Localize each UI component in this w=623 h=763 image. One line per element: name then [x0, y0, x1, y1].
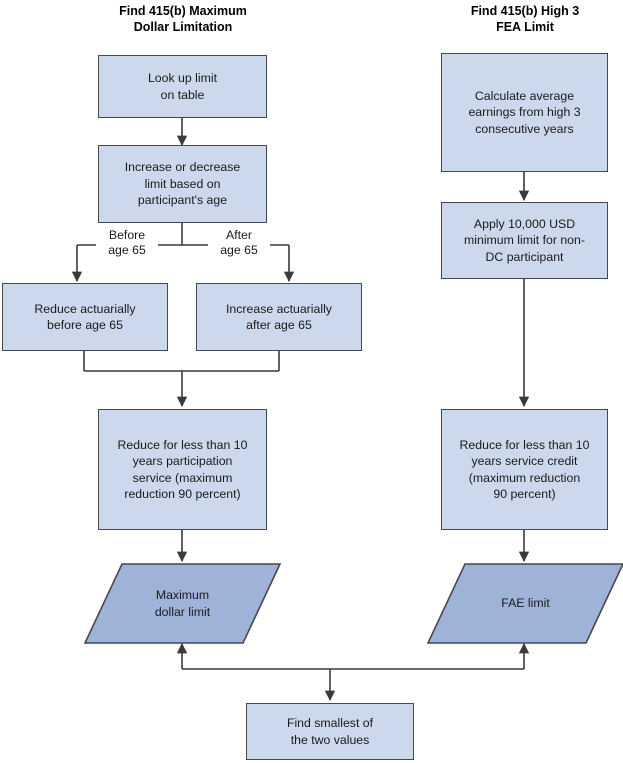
edge-label-before-age-65: Before age 65	[96, 228, 158, 258]
node-find-smallest-label: Find smallest of the two values	[286, 716, 374, 747]
node-increase-actuarially-after-65-label: Increase actuarially after age 65	[226, 301, 332, 333]
column-title-right: Find 415(b) High 3 FEA Limit	[470, 4, 580, 34]
edge-label-after-age-65: After age 65	[208, 228, 270, 258]
node-maximum-dollar-limit-label: Maximum dollar limit	[154, 588, 211, 619]
node-reduce-less-than-10-years-participation[interactable]: Reduce for less than 10 years participat…	[98, 409, 267, 530]
node-look-up-limit[interactable]: Look up limit on table	[98, 55, 267, 118]
node-reduce-less-than-10-years-service-credit-label: Reduce for less than 10 years service cr…	[459, 437, 590, 502]
node-reduce-actuarially-before-65-label: Reduce actuarially before age 65	[34, 301, 136, 333]
node-increase-actuarially-after-65[interactable]: Increase actuarially after age 65	[196, 283, 362, 351]
node-find-smallest[interactable]: Find smallest of the two values	[246, 703, 414, 760]
node-fae-limit[interactable]: FAE limit	[427, 563, 623, 644]
node-look-up-limit-label: Look up limit on table	[147, 71, 218, 102]
node-calculate-average-earnings[interactable]: Calculate average earnings from high 3 c…	[441, 53, 608, 172]
parallelogram-shape-maximum-dollar-limit	[84, 563, 281, 644]
node-increase-decrease-limit-label: Increase or decrease limit based on part…	[124, 160, 241, 208]
column-title-left: Find 415(b) Maximum Dollar Limitation	[119, 4, 247, 34]
node-reduce-actuarially-before-65[interactable]: Reduce actuarially before age 65	[2, 283, 168, 351]
node-calculate-average-earnings-label: Calculate average earnings from high 3 c…	[468, 88, 581, 136]
parallelogram-shape-fae-limit	[427, 563, 623, 644]
node-apply-minimum-limit-label: Apply 10,000 USD minimum limit for non- …	[464, 216, 585, 264]
node-increase-decrease-limit[interactable]: Increase or decrease limit based on part…	[98, 145, 267, 223]
node-maximum-dollar-limit[interactable]: Maximum dollar limit	[84, 563, 281, 644]
node-reduce-less-than-10-years-service-credit[interactable]: Reduce for less than 10 years service cr…	[441, 409, 608, 530]
node-reduce-less-than-10-years-participation-label: Reduce for less than 10 years participat…	[117, 437, 248, 502]
node-apply-minimum-limit[interactable]: Apply 10,000 USD minimum limit for non- …	[441, 202, 608, 279]
node-fae-limit-label: FAE limit	[501, 596, 550, 611]
